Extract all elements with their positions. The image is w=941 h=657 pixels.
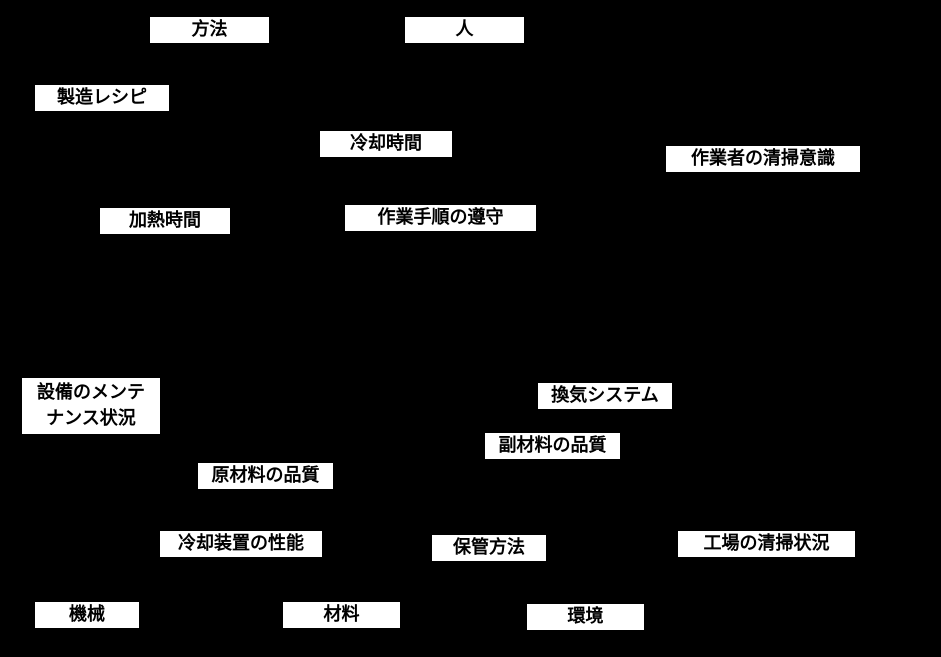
cause-procedure-compliance: 作業手順の遵守 [345, 205, 536, 231]
category-people: 人 [405, 17, 524, 43]
cause-raw-material-quality: 原材料の品質 [198, 463, 333, 489]
cause-worker-cleaning-awareness: 作業者の清掃意識 [666, 146, 860, 172]
cause-ventilation-system: 換気システム [538, 383, 672, 409]
cause-manufacturing-recipe: 製造レシピ [35, 85, 169, 111]
category-machine: 機械 [35, 602, 139, 628]
cause-cooling-time: 冷却時間 [320, 131, 452, 157]
category-material: 材料 [283, 602, 400, 628]
cause-storage-method: 保管方法 [432, 535, 546, 561]
category-environment: 環境 [527, 604, 644, 630]
cause-auxiliary-material-quality: 副材料の品質 [485, 433, 620, 459]
category-method: 方法 [150, 17, 269, 43]
cause-factory-cleaning-status: 工場の清掃状況 [678, 531, 855, 557]
cause-heating-time: 加熱時間 [100, 208, 230, 234]
cause-equipment-maintenance: 設備のメンテナンス状況 [22, 378, 160, 434]
cause-cooling-device-performance: 冷却装置の性能 [160, 531, 322, 557]
